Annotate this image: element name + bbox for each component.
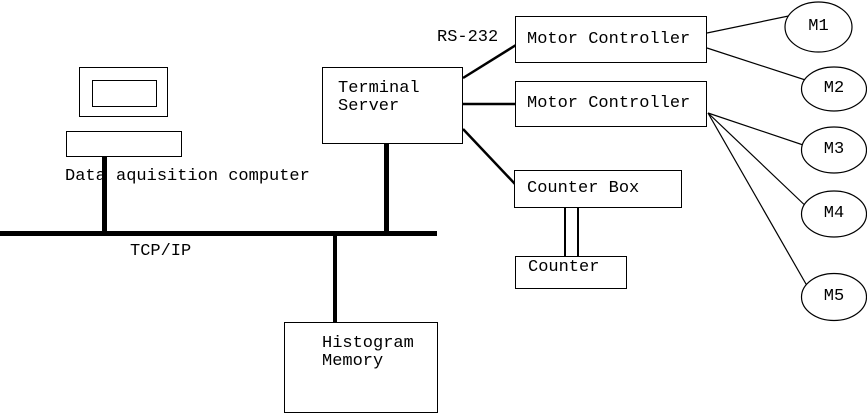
link-to-motor-m4: [707, 112, 813, 213]
motor-controller-1-label: Motor Controller: [527, 29, 691, 49]
counter-label: Counter: [528, 258, 600, 277]
counter-box-label: Counter Box: [527, 179, 640, 198]
motor-controller-2-label: Motor Controller: [527, 94, 691, 113]
histogram-memory-node: Histogram Memory: [284, 322, 438, 413]
counter-box-node: Counter Box: [514, 170, 682, 208]
histogram-memory-label-line2: Memory: [322, 352, 384, 371]
link-to-motor-m3: [707, 112, 819, 151]
computer-monitor-icon: [79, 67, 168, 117]
terminal-server-label-line1: Terminal: [338, 79, 420, 98]
link-to-counter-box: [462, 128, 516, 185]
computer-screen-icon: [92, 80, 157, 107]
motor-controller-2-node: Motor Controller: [515, 81, 707, 127]
histogram-memory-label-line1: Histogram: [322, 334, 414, 353]
counter-node: Counter: [515, 256, 627, 289]
motor-m3-label: M3: [823, 140, 845, 159]
computer-label: Data aquisition computer: [65, 167, 310, 186]
motor-m5-label: M5: [823, 286, 845, 306]
link-to-motor-m5: [707, 112, 811, 292]
tcp-ip-bus-label: TCP/IP: [130, 242, 192, 261]
motor-m2-label: M2: [823, 79, 845, 98]
motor-m1-ellipse: [784, 1, 853, 53]
computer-keyboard-icon: [66, 131, 182, 157]
terminal-server-label-line2: Server: [338, 97, 400, 116]
motor-m1-label: M1: [808, 17, 829, 36]
motor-controller-1-node: Motor Controller: [515, 16, 707, 63]
terminal-server-node: Terminal Server: [322, 67, 463, 144]
rs232-link-to-motor-controller-1: [462, 43, 517, 80]
rs232-link-label: RS-232: [437, 28, 499, 47]
motor-m4-label: M4: [823, 204, 845, 223]
link-to-motor-m1: [706, 12, 804, 34]
